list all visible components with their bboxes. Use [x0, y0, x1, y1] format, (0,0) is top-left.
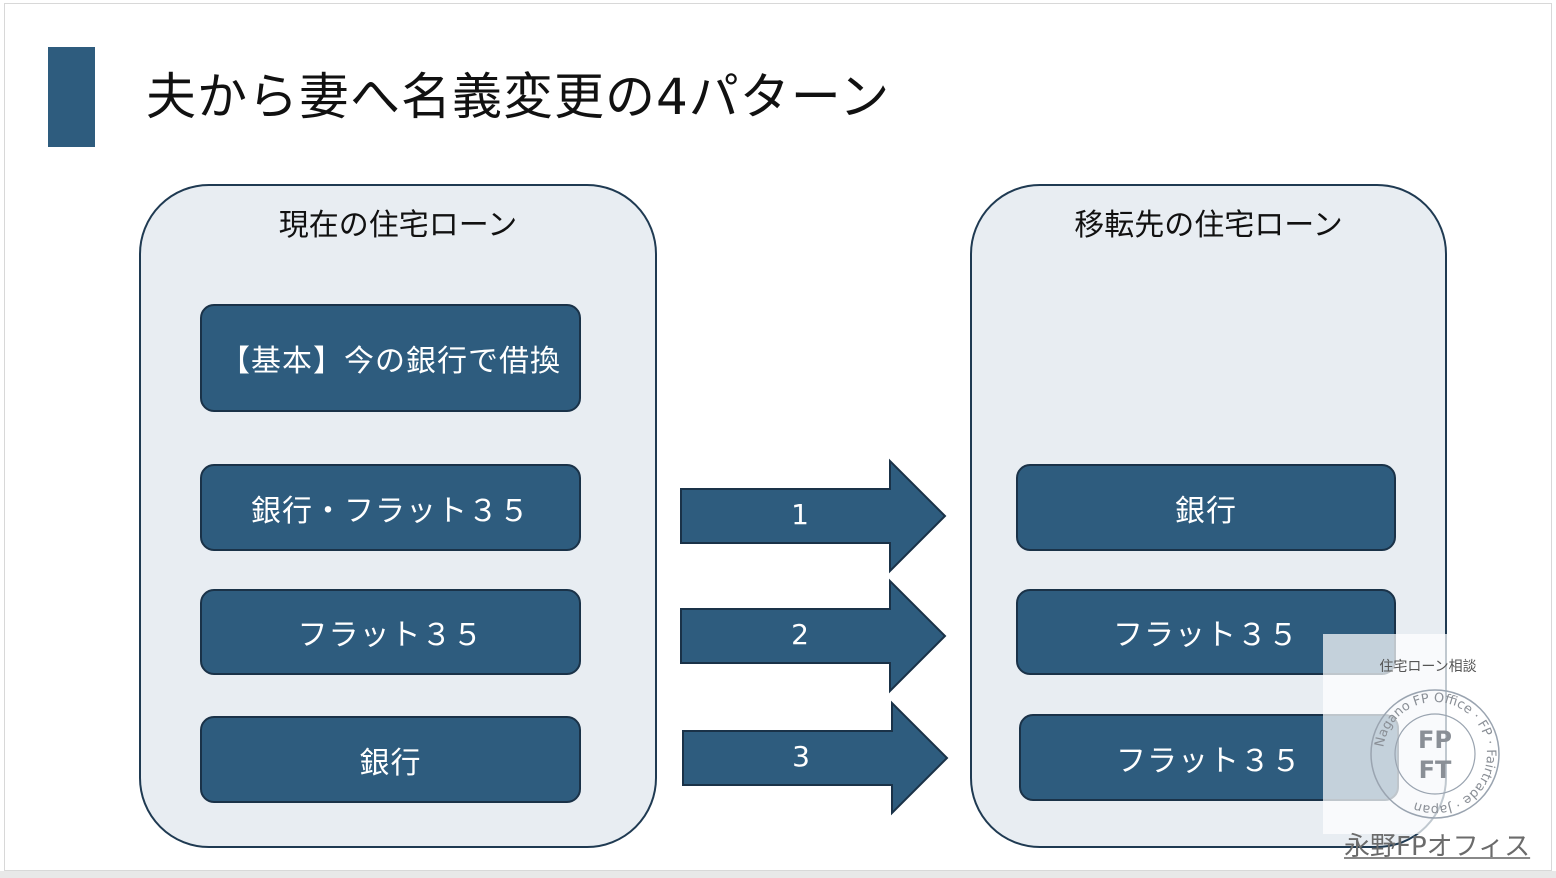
office-name: 永野FPオフィス [1344, 832, 1531, 862]
current-loan-panel-title: 現在の住宅ローン [278, 208, 518, 243]
seal-center-bottom: FT [1419, 756, 1452, 784]
destination-loan-box-flat35-a: フラット３５ [1016, 589, 1396, 675]
arrow-label-1: 1 [791, 498, 809, 531]
arrow-label-3: 3 [792, 740, 810, 773]
slide-bottom-strip [0, 871, 1556, 878]
current-loan-box-bank: 銀行 [200, 716, 581, 803]
page-title: 夫から妻へ名義変更の4パターン [146, 68, 891, 126]
destination-loan-box-bank: 銀行 [1016, 464, 1396, 551]
title-accent-bar [48, 47, 95, 147]
arrow-pattern-1 [680, 458, 947, 574]
watermark-stamp: 住宅ローン相談 Nagano FP Office · FP · Fairtrad… [1323, 634, 1533, 834]
watermark-caption: 住宅ローン相談 [1379, 659, 1477, 675]
current-loan-box-flat35: フラット３５ [200, 589, 581, 675]
arrow-pattern-3 [682, 700, 949, 816]
office-seal-icon: Nagano FP Office · FP · Fairtrade · Japa… [1370, 689, 1500, 819]
destination-loan-panel-title: 移転先の住宅ローン [1074, 208, 1343, 243]
arrow-label-2: 2 [791, 618, 809, 651]
current-loan-box-basic: 【基本】今の銀行で借換 [200, 304, 581, 412]
seal-center-top: FP [1418, 726, 1452, 754]
arrow-pattern-2 [680, 578, 947, 694]
current-loan-box-bank-flat35: 銀行・フラット３５ [200, 464, 581, 551]
